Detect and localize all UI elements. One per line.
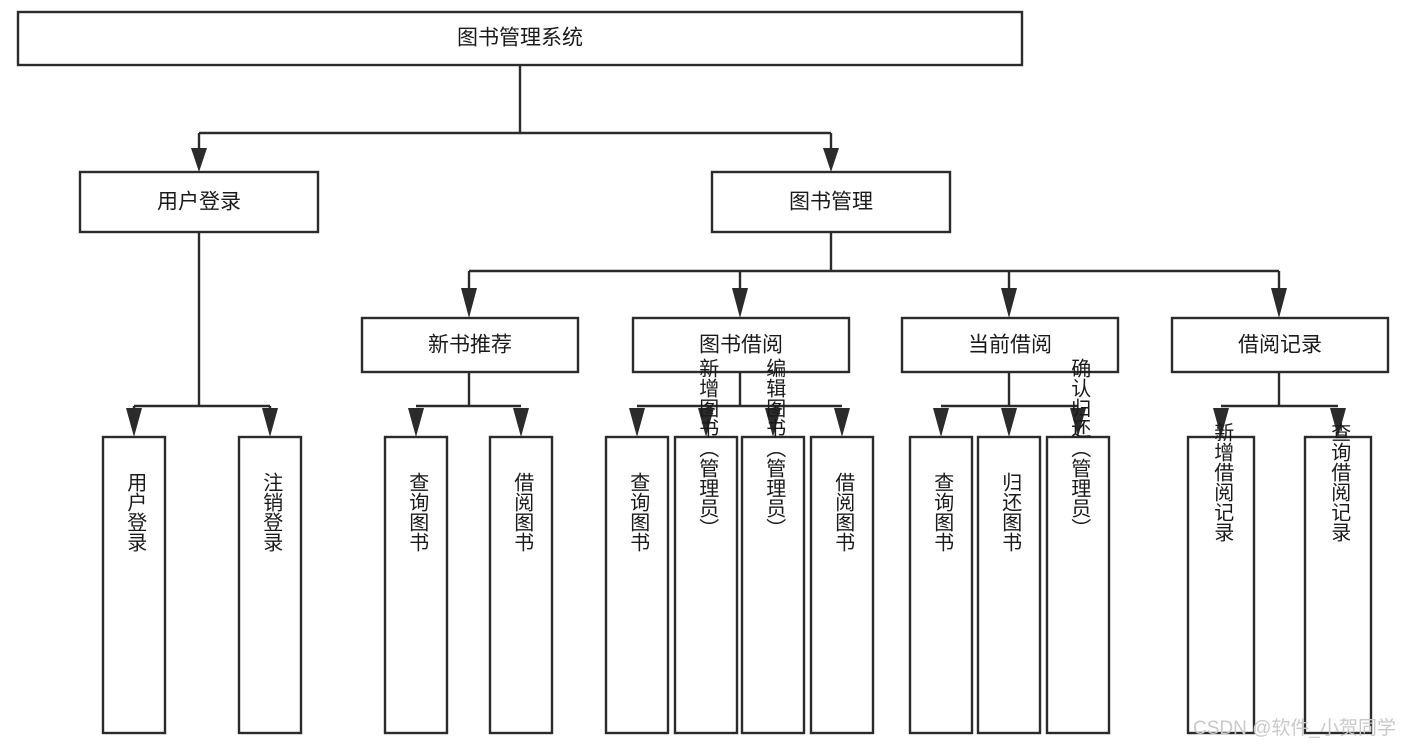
node-book-manage-box[interactable] — [710, 170, 952, 234]
node-leaf-confirm-return-admin-label: 确认归还（管理员） — [1068, 358, 1091, 538]
node-leaf-query-book-2-box[interactable] — [604, 435, 670, 735]
node-leaf-query-book-1[interactable]: 查询图书 — [383, 435, 449, 735]
node-book-borrow-label: 图书借阅 — [699, 334, 783, 357]
arrow-head-leaf-logout-login — [262, 408, 278, 437]
arrow-head-leaf-borrow-book-2 — [834, 408, 850, 437]
arrow-head-borrow-record — [1271, 288, 1287, 318]
node-book-borrow-box[interactable] — [631, 316, 851, 374]
node-new-book-recommend[interactable]: 新书推荐 — [360, 316, 580, 374]
arrow-head-leaf-add-book-admin — [698, 408, 714, 437]
node-leaf-query-borrow-record[interactable]: 查询借阅记录 — [1303, 422, 1373, 735]
node-leaf-logout-login[interactable]: 注销登录 — [237, 435, 303, 735]
node-leaf-query-borrow-record-box[interactable] — [1303, 435, 1373, 735]
arrow-head-current-borrow — [1001, 288, 1017, 318]
node-leaf-query-book-2[interactable]: 查询图书 — [604, 435, 670, 735]
node-leaf-borrow-book-1[interactable]: 借阅图书 — [488, 435, 554, 735]
arrow-head-new-book-recommend — [461, 288, 477, 318]
arrow-head-leaf-return-book — [1001, 408, 1017, 437]
arrow-head-leaf-edit-book-admin — [765, 408, 781, 437]
node-root-label: 图书管理系统 — [457, 27, 583, 50]
node-leaf-borrow-book-1-label: 借阅图书 — [511, 472, 534, 552]
arrow-head-leaf-borrow-book-1 — [513, 408, 529, 437]
node-leaf-add-book-admin-label: 新增图书（管理员） — [696, 358, 719, 538]
arrow-head-leaf-query-book-1 — [408, 408, 424, 437]
node-leaf-return-book-label: 归还图书 — [999, 472, 1022, 552]
node-new-book-recommend-box[interactable] — [360, 316, 580, 374]
node-leaf-borrow-book-1-box[interactable] — [488, 435, 554, 735]
node-current-borrow-box[interactable] — [900, 316, 1120, 374]
node-leaf-logout-login-label: 注销登录 — [260, 472, 283, 552]
arrow-head-leaf-query-borrow-record — [1330, 408, 1346, 437]
node-current-borrow[interactable]: 当前借阅 — [900, 316, 1120, 374]
arrow-head-leaf-add-borrow-record — [1213, 408, 1229, 437]
node-leaf-user-login-label: 用户登录 — [124, 472, 147, 552]
node-leaf-confirm-return-admin-box[interactable] — [1045, 435, 1111, 735]
arrow-head-leaf-confirm-return-admin — [1070, 408, 1086, 437]
node-leaf-add-borrow-record-box[interactable] — [1186, 435, 1256, 735]
node-book-borrow[interactable]: 图书借阅 — [631, 316, 851, 374]
node-leaf-query-book-2-label: 查询图书 — [627, 472, 650, 552]
arrow-head-book-borrow — [732, 288, 748, 318]
node-leaf-query-book-3[interactable]: 查询图书 — [908, 435, 974, 735]
node-leaf-add-borrow-record-label: 新增借阅记录 — [1211, 422, 1234, 542]
node-new-book-recommend-label: 新书推荐 — [428, 334, 512, 357]
node-leaf-borrow-book-2-box[interactable] — [809, 435, 875, 735]
arrow-head-user-login — [191, 148, 207, 172]
arrow-head-book-manage — [823, 148, 839, 172]
node-current-borrow-label: 当前借阅 — [968, 334, 1052, 357]
node-book-manage-label: 图书管理 — [789, 191, 873, 214]
node-leaf-query-book-3-box[interactable] — [908, 435, 974, 735]
node-leaf-query-book-3-label: 查询图书 — [931, 472, 954, 552]
node-user-login[interactable]: 用户登录 — [78, 170, 320, 234]
node-root[interactable]: 图书管理系统 — [16, 10, 1024, 67]
node-book-manage[interactable]: 图书管理 — [710, 170, 952, 234]
node-leaf-borrow-book-2-label: 借阅图书 — [832, 472, 855, 552]
node-leaf-return-book-box[interactable] — [976, 435, 1042, 735]
node-leaf-user-login[interactable]: 用户登录 — [101, 435, 167, 735]
node-leaf-add-book-admin[interactable]: 新增图书（管理员） — [673, 358, 739, 735]
node-leaf-user-login-box[interactable] — [101, 435, 167, 735]
node-leaf-borrow-book-2[interactable]: 借阅图书 — [809, 435, 875, 735]
node-leaf-add-book-admin-box[interactable] — [673, 435, 739, 735]
node-user-login-box[interactable] — [78, 170, 320, 234]
node-leaf-return-book[interactable]: 归还图书 — [976, 435, 1042, 735]
node-leaf-query-book-1-box[interactable] — [383, 435, 449, 735]
node-borrow-record-box[interactable] — [1170, 316, 1390, 374]
csdn-watermark: CSDN @软件_小贺同学 — [1193, 717, 1396, 739]
connector-layer — [126, 65, 1346, 437]
node-leaf-edit-book-admin[interactable]: 编辑图书（管理员） — [740, 358, 806, 735]
arrow-head-leaf-query-book-2 — [629, 408, 645, 437]
node-leaf-confirm-return-admin[interactable]: 确认归还（管理员） — [1045, 358, 1111, 735]
node-borrow-record-label: 借阅记录 — [1238, 334, 1322, 357]
node-leaf-query-book-1-label: 查询图书 — [406, 472, 429, 552]
arrow-head-leaf-user-login — [126, 408, 142, 437]
arrow-head-leaf-query-book-3 — [933, 408, 949, 437]
node-leaf-query-borrow-record-label: 查询借阅记录 — [1328, 422, 1351, 542]
node-borrow-record[interactable]: 借阅记录 — [1170, 316, 1390, 374]
node-root-box[interactable] — [16, 10, 1024, 67]
node-leaf-edit-book-admin-label: 编辑图书（管理员） — [763, 358, 786, 538]
node-leaf-add-borrow-record[interactable]: 新增借阅记录 — [1186, 422, 1256, 735]
node-leaf-edit-book-admin-box[interactable] — [740, 435, 806, 735]
node-user-login-label: 用户登录 — [157, 191, 241, 214]
node-leaf-logout-login-box[interactable] — [237, 435, 303, 735]
